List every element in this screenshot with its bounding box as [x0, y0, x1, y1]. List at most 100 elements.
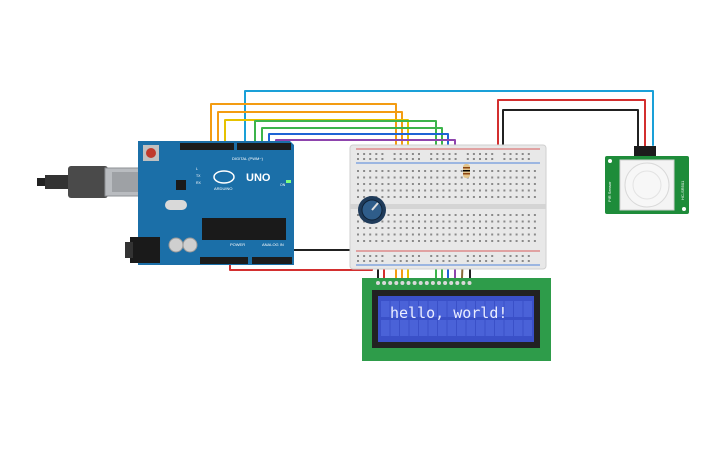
breadboard-hole — [533, 220, 536, 223]
breadboard-hole — [363, 240, 366, 242]
breadboard-hole — [472, 220, 475, 223]
breadboard-hole — [405, 255, 408, 257]
lcd-cell — [428, 320, 437, 336]
breadboard-hole — [393, 196, 396, 198]
breadboard-hole — [472, 260, 475, 262]
lcd-cell — [419, 301, 428, 317]
wire-black-pir-gnd[interactable] — [502, 109, 639, 156]
breadboard-hole — [369, 153, 372, 155]
breadboard-hole — [369, 189, 372, 192]
potentiometer-icon[interactable] — [358, 196, 386, 224]
wire-cyan-pir-signal[interactable] — [244, 90, 654, 147]
breadboard-hole — [533, 227, 536, 229]
breadboard-hole — [381, 196, 384, 198]
breadboard-hole — [442, 227, 445, 229]
lcd-cell — [409, 320, 418, 336]
pir-sensor[interactable]: PIR Sensor HC-SR501 — [605, 146, 689, 214]
breadboard-hole — [363, 227, 366, 229]
breadboard-hole — [442, 260, 445, 262]
breadboard-hole — [369, 233, 372, 236]
breadboard-hole — [418, 240, 420, 242]
breadboard-hole — [424, 214, 427, 216]
arduino-uno-board[interactable]: UNO ARDUINO DIGITAL (PWM~) POWER ANALOG … — [37, 141, 294, 265]
breadboard-hole — [491, 240, 494, 242]
breadboard-hole — [503, 233, 506, 236]
lcd-cell — [381, 301, 390, 317]
lcd-16x2[interactable]: hello, world! — [362, 278, 551, 361]
lcd-cell — [466, 301, 475, 317]
breadboard-hole — [424, 233, 427, 236]
breadboard-hole — [460, 170, 463, 172]
lcd-cell — [400, 320, 409, 336]
breadboard-hole — [357, 240, 359, 242]
breadboard-hole — [405, 233, 408, 236]
breadboard-hole — [375, 158, 378, 160]
breadboard-hole — [521, 255, 524, 257]
breadboard-hole — [472, 255, 475, 257]
breadboard-hole — [393, 214, 396, 216]
breadboard-hole — [527, 176, 530, 179]
breadboard-hole — [411, 233, 414, 236]
breadboard-hole — [454, 260, 457, 262]
breadboard-hole — [436, 183, 439, 185]
breadboard-hole — [442, 189, 445, 192]
breadboard-hole — [533, 183, 536, 185]
lcd-cell — [457, 301, 466, 317]
wire-red-pir-vcc[interactable] — [497, 99, 646, 156]
breadboard-hole — [485, 214, 488, 216]
breadboard-hole — [509, 189, 512, 192]
lcd-pin — [461, 281, 466, 285]
breadboard-hole — [430, 255, 433, 257]
breadboard-hole — [363, 183, 366, 185]
lcd-cell — [485, 301, 494, 317]
breadboard-hole — [436, 255, 439, 257]
lcd-cell — [457, 320, 466, 336]
breadboard-hole — [491, 260, 494, 262]
breadboard-hole — [527, 227, 530, 229]
breadboard-hole — [460, 189, 463, 192]
tx-led-label: TX — [196, 174, 201, 178]
breadboard-hole — [497, 214, 500, 216]
lcd-pin — [418, 281, 423, 285]
lcd-cell — [504, 301, 513, 317]
breadboard-hole — [454, 176, 457, 179]
lcd-cell — [438, 301, 447, 317]
breadboard-hole — [533, 240, 536, 242]
breadboard-hole — [375, 227, 378, 229]
breadboard-hole — [442, 153, 445, 155]
breadboard-hole — [424, 183, 427, 185]
breadboard-hole — [460, 183, 463, 185]
lcd-pin — [382, 281, 387, 285]
breadboard-hole — [485, 196, 488, 198]
breadboard-hole — [369, 260, 372, 262]
resistor-icon[interactable] — [463, 164, 470, 178]
breadboard-hole — [430, 214, 433, 216]
breadboard[interactable] — [349, 144, 547, 270]
breadboard-hole — [411, 183, 414, 185]
breadboard-hole — [509, 153, 512, 155]
breadboard-hole — [521, 220, 524, 223]
breadboard-hole — [509, 176, 512, 179]
breadboard-hole — [515, 220, 518, 223]
lcd-pin — [443, 281, 448, 285]
breadboard-hole — [381, 153, 384, 155]
breadboard-hole — [503, 214, 506, 216]
breadboard-hole — [491, 214, 494, 216]
breadboard-hole — [381, 183, 384, 185]
breadboard-hole — [393, 255, 396, 257]
lcd-pin — [388, 281, 393, 285]
breadboard-hole — [454, 214, 457, 216]
breadboard-hole — [405, 183, 408, 185]
lcd-cell — [447, 301, 456, 317]
lcd-pin — [400, 281, 405, 285]
breadboard-hole — [424, 240, 427, 242]
breadboard-hole — [393, 158, 396, 160]
breadboard-hole — [509, 240, 512, 242]
breadboard-hole — [454, 233, 457, 236]
lcd-cell — [495, 320, 504, 336]
breadboard-hole — [527, 240, 530, 242]
breadboard-hole — [357, 158, 359, 160]
breadboard-hole — [460, 240, 463, 242]
breadboard-hole — [436, 214, 439, 216]
breadboard-hole — [454, 158, 457, 160]
